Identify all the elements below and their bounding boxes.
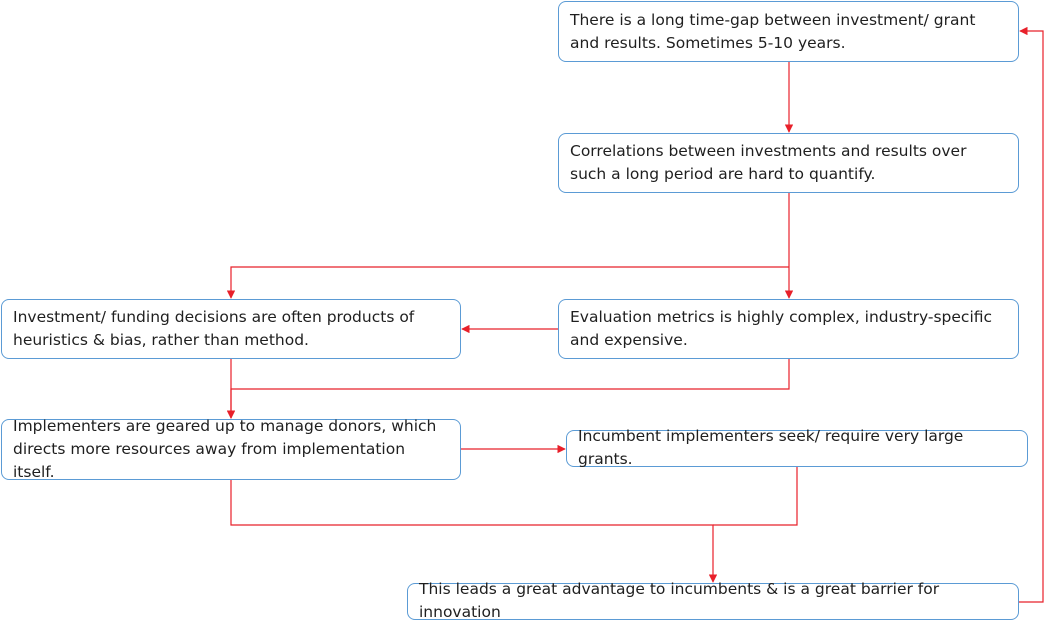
node-incumbent-implementers: Incumbent implementers seek/ require ver… bbox=[566, 427, 1028, 468]
edge-n4-n5 bbox=[226, 359, 790, 419]
node-implementers-text: Implementers are geared up to manage don… bbox=[13, 417, 437, 481]
node-time-gap: There is a long time-gap between investm… bbox=[558, 1, 1019, 62]
edge-n2-n3 bbox=[226, 266, 789, 299]
node-evaluation-metrics-text: Evaluation metrics is highly complex, in… bbox=[570, 308, 993, 349]
node-correlations-text: Correlations between investments and res… bbox=[570, 142, 967, 183]
node-incumbent-advantage-text: This leads a great advantage to incumben… bbox=[419, 579, 940, 621]
node-incumbent-advantage: This leads a great advantage to incumben… bbox=[407, 580, 1019, 621]
edge-n6-n7 bbox=[713, 467, 798, 526]
node-evaluation-metrics: Evaluation metrics is highly complex, in… bbox=[558, 299, 1019, 359]
node-funding-decisions: Investment/ funding decisions are often … bbox=[1, 299, 461, 359]
node-time-gap-text: There is a long time-gap between investm… bbox=[570, 10, 976, 52]
node-implementers: Implementers are geared up to manage don… bbox=[1, 417, 461, 481]
node-funding-decisions-text: Investment/ funding decisions are often … bbox=[13, 308, 415, 349]
node-correlations: Correlations between investments and res… bbox=[558, 133, 1019, 193]
edge-n7-n1 bbox=[1019, 26, 1044, 603]
node-incumbent-implementers-text: Incumbent implementers seek/ require ver… bbox=[578, 426, 964, 468]
edge-n5-n7 bbox=[230, 480, 718, 583]
